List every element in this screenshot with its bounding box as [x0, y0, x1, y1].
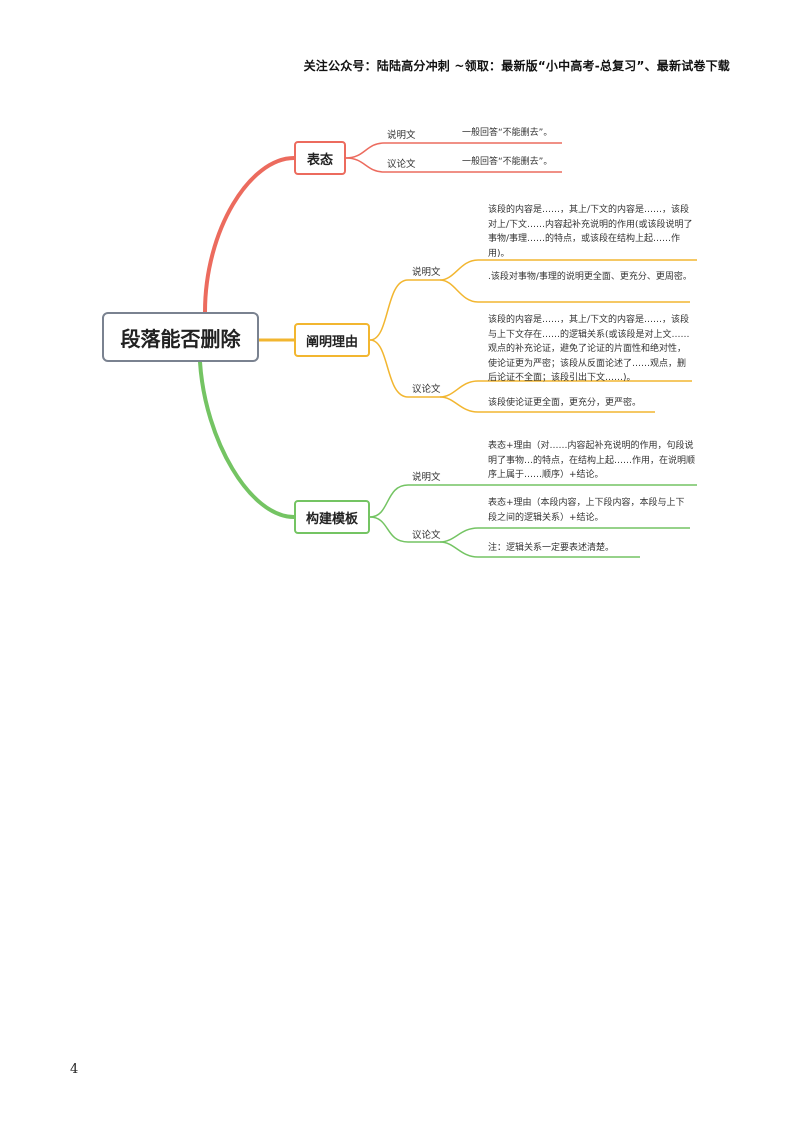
connector-chanming-sub1-leaf1 [439, 259, 697, 281]
leaf-chanming-shuoming-1: 该段的内容是……，其上/下文的内容是……，该段对上/下文……内容起补充说明的作用… [488, 205, 693, 259]
connector-biaotai-sub1 [345, 142, 562, 159]
leaf-goujian-yilun-1: 表态+理由（本段内容，上下段内容，本段与上下段之间的逻辑关系）+结论。 [488, 498, 685, 523]
branch-biaotai[interactable]: 表态 [294, 141, 346, 175]
sub-label-chanming-shuoming: 说明文 [412, 267, 441, 278]
sub-label-biaotai-shuoming: 说明文 [387, 130, 416, 141]
leaf-chanming-shuoming-2: .该段对事物/事理的说明更全面、更充分、更周密。 [488, 272, 692, 282]
connector-chanming-sub1 [369, 279, 440, 341]
branch-goujian-muban[interactable]: 构建模板 [294, 500, 370, 534]
leaf-chanming-yilun-1: 该段的内容是……，其上/下文的内容是……，该段与上下文存在……的逻辑关系(或该段… [488, 315, 690, 383]
leaf-biaotai-shuoming: 一般回答“不能删去”。 [462, 128, 553, 138]
connector-chanming-sub2 [369, 339, 440, 398]
connector-root-goujian [198, 360, 296, 519]
connector-goujian-sub2-leaf1 [439, 527, 690, 543]
connector-biaotai-sub2 [345, 157, 562, 173]
connector-goujian-sub2 [369, 516, 440, 543]
sub-label-goujian-yilun: 议论文 [412, 530, 441, 541]
sub-label-goujian-shuoming: 说明文 [412, 472, 441, 483]
connector-chanming-sub2-leaf1 [439, 380, 692, 398]
leaf-goujian-yilun-2: 注：逻辑关系一定要表述清楚。 [488, 543, 615, 553]
leaf-chanming-yilun-2: 该段使论证更全面，更充分，更严密。 [488, 398, 642, 408]
connector-goujian-sub2-leaf2 [439, 541, 640, 558]
connector-chanming-sub1-leaf2 [439, 279, 690, 303]
sub-label-biaotai-yilun: 议论文 [387, 159, 416, 170]
connector-root-biaotai [203, 156, 296, 314]
header-banner: 关注公众号：陆陆高分冲刺 ~领取：最新版“小中高考-总复习”、最新试卷下载 [303, 59, 730, 73]
sub-label-chanming-yilun: 议论文 [412, 384, 441, 395]
connector-goujian-sub1 [369, 484, 697, 518]
branch-chanming-liyou[interactable]: 阐明理由 [294, 323, 370, 357]
root-node[interactable]: 段落能否删除 [102, 312, 259, 362]
leaf-goujian-shuoming: 表态+理由（对……内容起补充说明的作用，句段说明了事物…的特点，在结构上起……作… [488, 441, 696, 480]
page-number: 4 [70, 1062, 79, 1077]
leaf-biaotai-yilun: 一般回答“不能删去”。 [462, 157, 553, 167]
connector-chanming-sub2-leaf2 [439, 396, 655, 413]
